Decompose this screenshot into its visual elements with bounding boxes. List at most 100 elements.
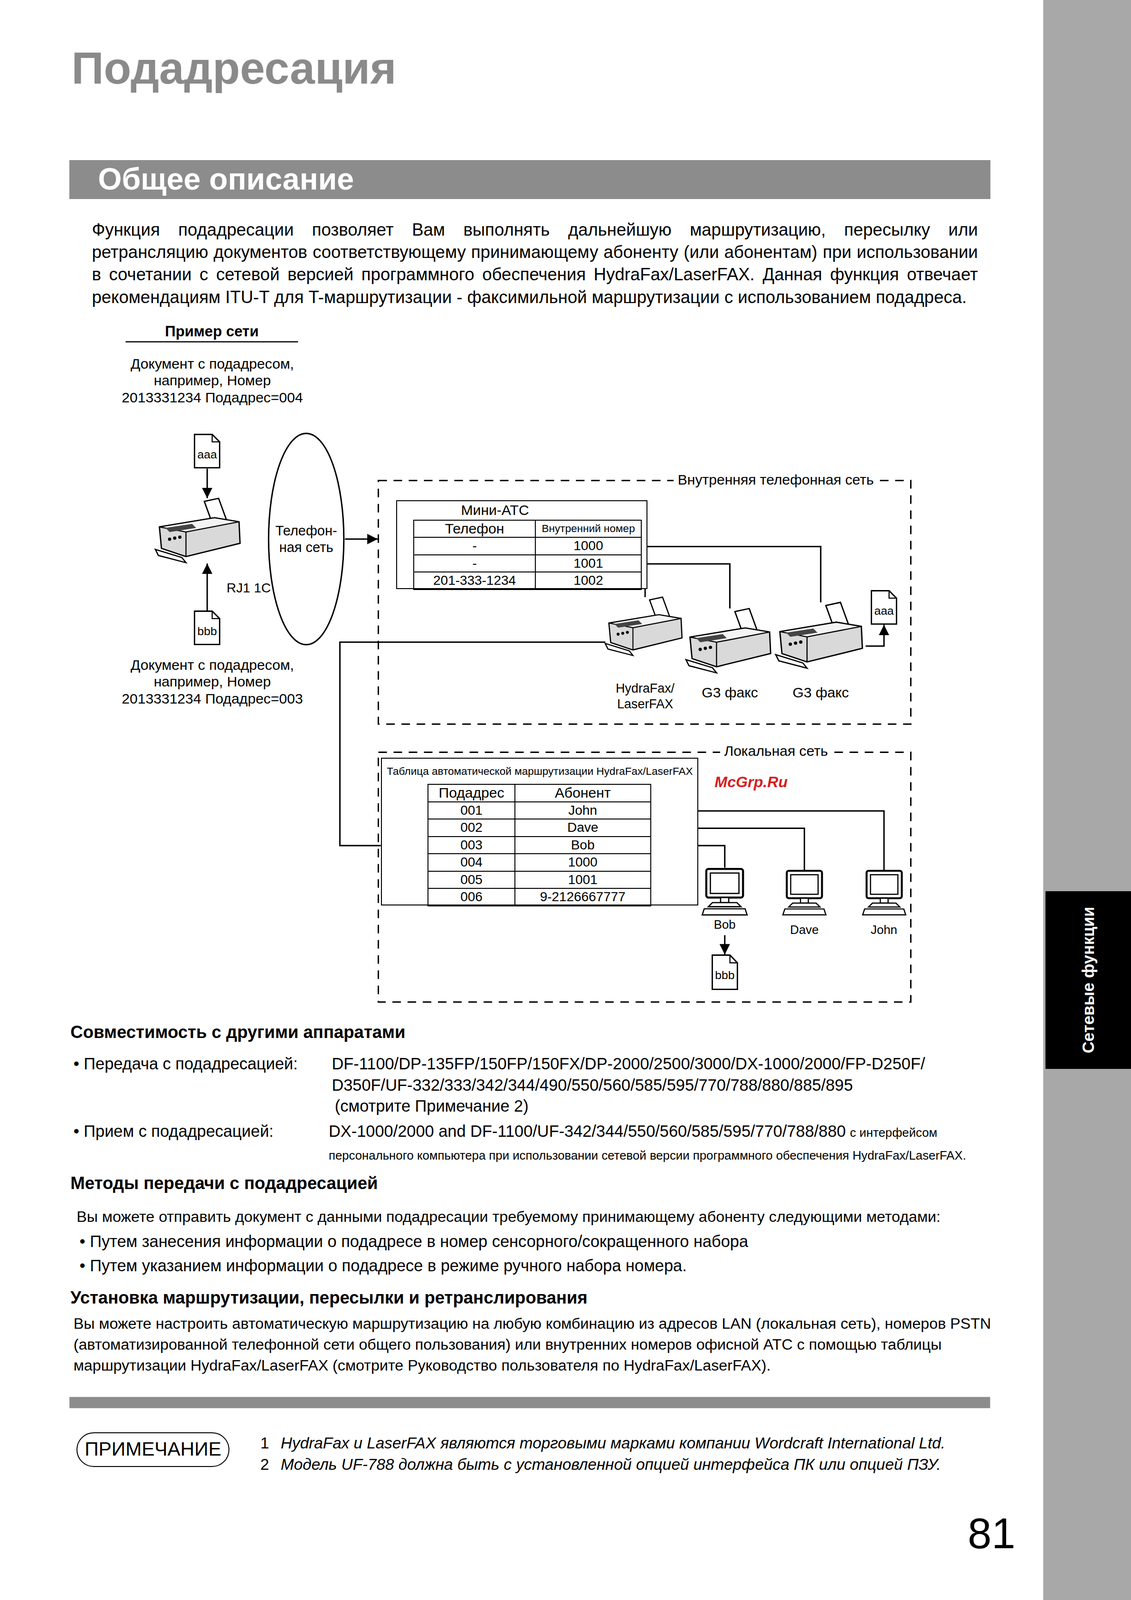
- tab-label: Сетевые функции: [1077, 906, 1099, 1054]
- screen: [790, 874, 819, 894]
- table-cell: 005: [428, 871, 516, 890]
- fax-top: [159, 517, 239, 533]
- fax-tray: [605, 643, 633, 656]
- computer-node: John: [860, 869, 908, 940]
- fax-button: [698, 647, 703, 651]
- body-text: Документ с подадресом, например, Номер 2…: [117, 355, 308, 406]
- fax-top: [608, 614, 682, 628]
- document-label: bbb: [711, 954, 739, 982]
- fax-body: [159, 517, 240, 557]
- document-node: aaa: [870, 589, 898, 625]
- device-label: G3 факс: [775, 684, 866, 702]
- computer: [780, 869, 828, 922]
- monitor-base: [788, 902, 820, 907]
- data-table: Таблица автоматической маршрутизации Hyd…: [380, 757, 699, 906]
- fax-edge: [185, 532, 187, 557]
- body-text: • Путем указанием информации о подадресе…: [79, 1254, 687, 1277]
- body-text: Вы можете настроить автоматическую маршр…: [73, 1312, 998, 1376]
- monitor-neck: [880, 898, 888, 903]
- table-header: Телефон: [414, 520, 536, 539]
- fax-tray: [155, 549, 186, 563]
- fax-body: [690, 627, 771, 667]
- fax-button: [617, 632, 620, 636]
- table-header: Внутренний номер: [535, 520, 642, 539]
- network-region: Внутренняя телефонная сетьМини-АТСТелефо…: [377, 479, 912, 725]
- document-fold: [730, 955, 738, 963]
- document-node: bbb: [711, 954, 739, 990]
- table-cell: 1001: [535, 555, 642, 573]
- monitor: [786, 870, 822, 899]
- table-cell: Bob: [515, 836, 652, 855]
- fax-top: [779, 622, 862, 637]
- table-grid: ПодадресАбонент001John002Dave003Bob00410…: [427, 783, 651, 907]
- side-tab: Сетевые функции: [1045, 891, 1131, 1069]
- table-cell: 003: [428, 836, 516, 855]
- data-table: Мини-АТСТелефонВнутренний номер-1000-100…: [396, 500, 648, 590]
- fax-node: G3 факс: [685, 608, 774, 703]
- table-header: Абонент: [515, 784, 652, 803]
- connector: [698, 845, 725, 868]
- table-cell: 9-2126667777: [515, 888, 652, 907]
- fax-body: [779, 622, 863, 663]
- body-text: 81: [967, 1508, 1016, 1558]
- body-text: Модель UF-788 должна быть с установленно…: [280, 1454, 941, 1475]
- page-title: Подадресация: [71, 41, 397, 96]
- table-cell: 1001: [515, 871, 652, 890]
- fax-button: [178, 535, 182, 539]
- body-text: • Прием с подадресацией:: [73, 1120, 274, 1142]
- body-text: DF-1100/DP-135FP/150FP/150FX/DP-2000/250…: [331, 1053, 996, 1096]
- table-cell: 1000: [515, 854, 652, 872]
- body-text: 2: [260, 1454, 270, 1475]
- heading-text: Методы передачи с подадресацией: [70, 1171, 378, 1195]
- fax-tray: [685, 659, 717, 673]
- monitor: [866, 870, 902, 899]
- fax-panel: [786, 628, 818, 637]
- device-label: RJ1 1C: [226, 579, 271, 597]
- fax-machine: [605, 597, 685, 679]
- monitor-neck: [800, 898, 808, 903]
- body-text: • Путем занесения информации о подадресе…: [79, 1230, 749, 1253]
- screen: [870, 874, 898, 894]
- document-node: bbb: [193, 610, 221, 646]
- heading-text: Установка маршрутизации, пересылки и рет…: [70, 1286, 588, 1309]
- connector: [698, 810, 884, 870]
- fax-button: [626, 630, 629, 634]
- network-region: Локальная сетьТаблица автоматической мар…: [377, 751, 912, 1003]
- heading-text: Пример сети: [125, 322, 298, 342]
- table-cell: 006: [428, 888, 516, 907]
- dashed-border: [378, 751, 912, 1002]
- keyboard: [862, 908, 906, 915]
- fax-tray: [775, 654, 808, 669]
- connector: [865, 624, 884, 647]
- table-cell: 002: [428, 819, 516, 837]
- fax-edge: [715, 642, 717, 667]
- section-heading: Общее описание: [69, 160, 990, 200]
- fax-button: [793, 641, 798, 645]
- table-cell: Dave: [515, 819, 652, 837]
- document-fold: [212, 434, 220, 443]
- section-band: Общее описание: [69, 160, 990, 200]
- region-label: Внутренняя телефонная сеть: [673, 470, 878, 490]
- computer: [860, 869, 908, 922]
- separator-bar: [69, 1397, 990, 1409]
- table-title: Мини-АТС: [397, 501, 594, 520]
- fax-panel: [165, 523, 196, 532]
- document-fold: [212, 611, 220, 619]
- note-title: ПРИМЕЧАНИЕ: [84, 1433, 222, 1466]
- document-node: aaa: [193, 433, 221, 469]
- user-label: John: [860, 921, 908, 938]
- fax-edge: [632, 627, 634, 650]
- network-label: Телефон- ная сеть: [270, 522, 342, 556]
- computer-node: Dave: [780, 869, 828, 940]
- document-label: aaa: [870, 589, 898, 618]
- table-cell: 001: [428, 802, 516, 820]
- document-fold: [889, 590, 897, 599]
- fax-node: HydraFax/ LaserFAX: [605, 597, 685, 715]
- heading-underline: [125, 341, 298, 343]
- body-text: • Передача с подадресацией:: [73, 1053, 298, 1075]
- table-cell: John: [515, 802, 652, 820]
- connector: [206, 468, 209, 498]
- fax-button: [703, 646, 708, 650]
- table-cell: 004: [428, 854, 516, 872]
